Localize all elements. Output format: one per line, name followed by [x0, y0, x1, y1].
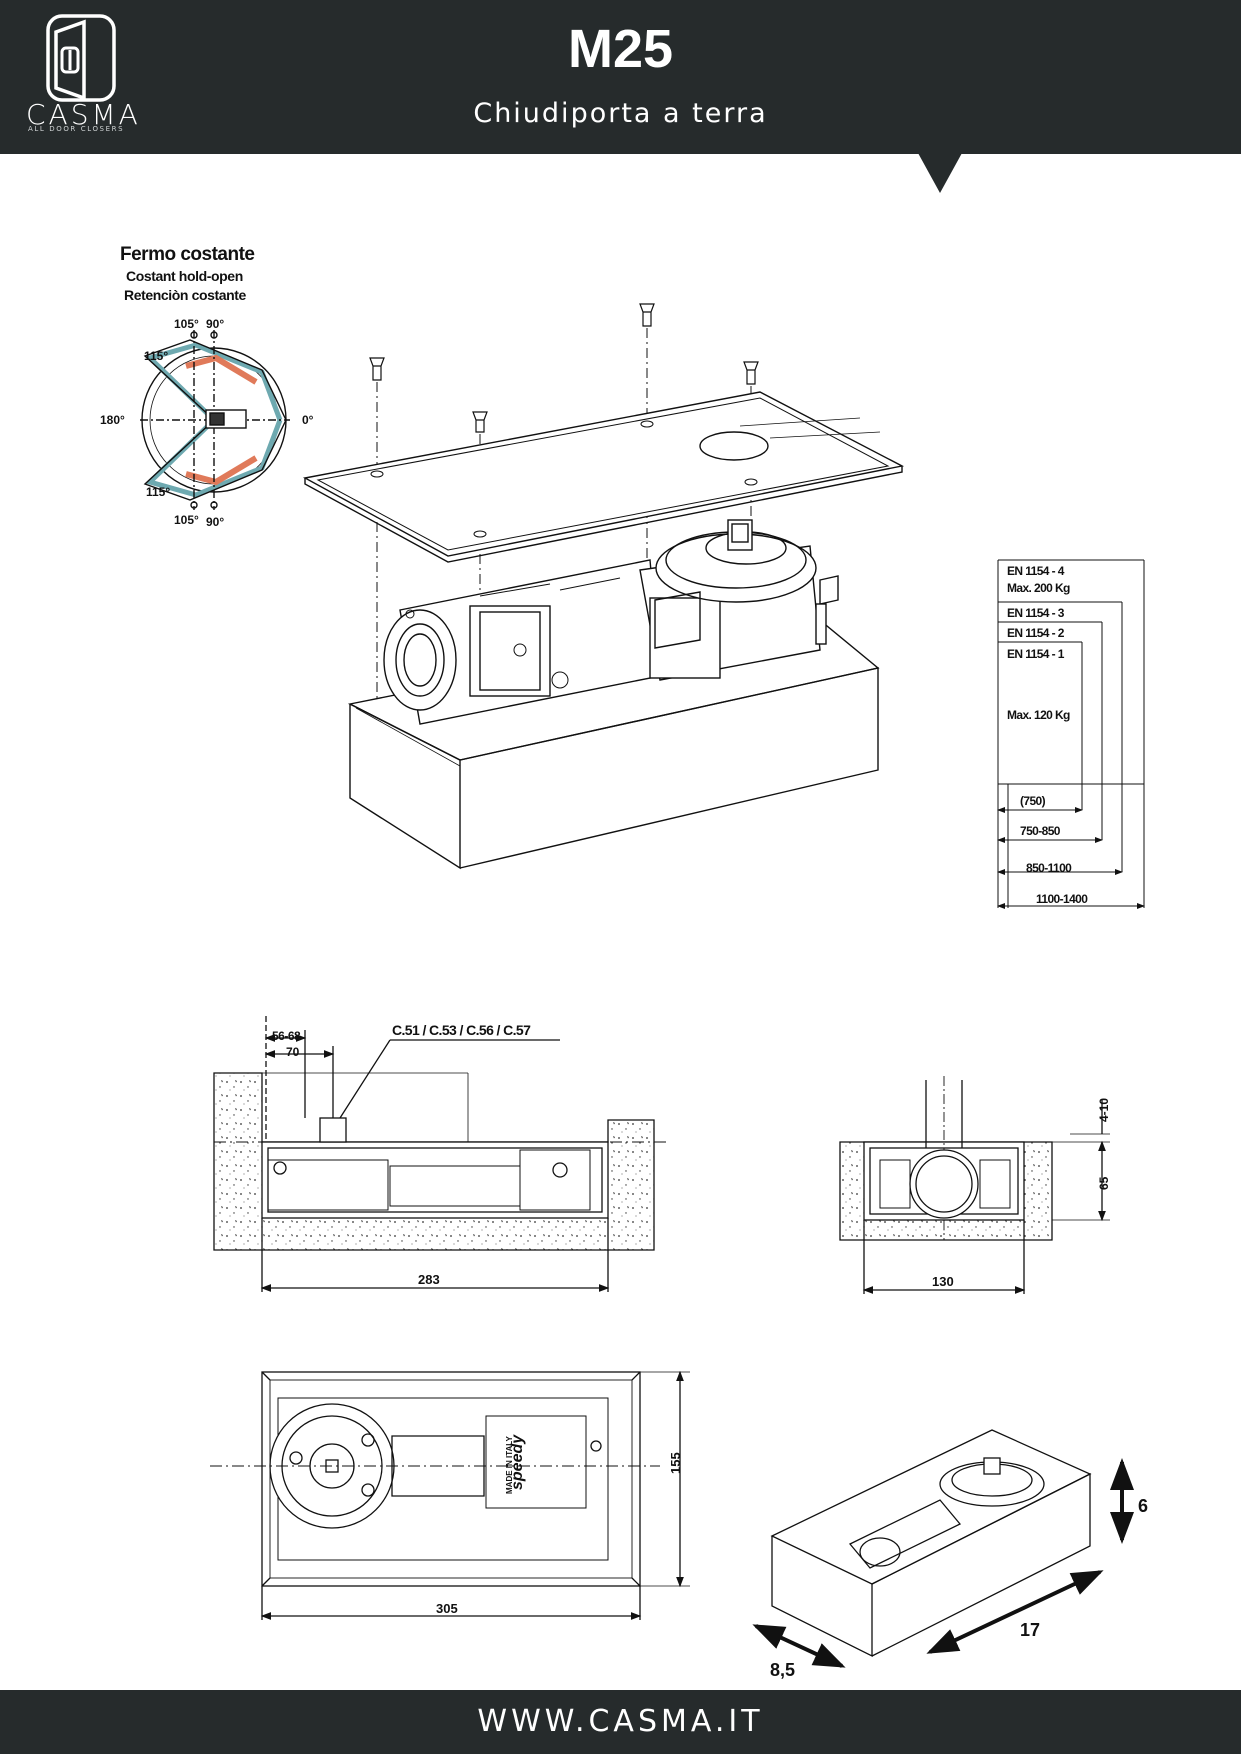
- door-capacity-table: [997, 559, 1145, 909]
- hold-open-diagram: [140, 330, 290, 510]
- en1154-1-label: EN 1154 - 1: [1007, 647, 1065, 661]
- top-view-brand: speedy: [509, 1434, 526, 1490]
- pack-height: 6: [1138, 1496, 1148, 1516]
- dim-305: 305: [436, 1601, 458, 1616]
- cover-codes-label: C.51 / C.53 / C.56 / C.57: [392, 1022, 531, 1038]
- angle-90-bottom: 90°: [206, 515, 224, 529]
- top-plan-view: [210, 1370, 690, 1620]
- side-section-view: [213, 1016, 670, 1292]
- logo-wordmark: CASMA: [26, 98, 141, 131]
- dim-130: 130: [932, 1274, 954, 1289]
- dim-4-10: 4-10: [1097, 1098, 1111, 1122]
- pack-width: 8,5: [770, 1660, 795, 1680]
- angle-115-bottom: 115°: [146, 485, 170, 499]
- hold-open-title: Fermo costante: [120, 244, 255, 265]
- angle-115-top: 115°: [144, 349, 168, 363]
- packaging-box: [752, 1429, 1134, 1668]
- logo-tagline: ALL DOOR CLOSERS: [28, 125, 125, 133]
- max-120kg-label: Max. 120 Kg: [1007, 708, 1070, 722]
- dim-56-68: 56-68: [272, 1029, 301, 1043]
- page-title: M25: [567, 19, 674, 79]
- page-footer: WWW.CASMA.IT: [0, 1690, 1241, 1754]
- casma-logo-icon: [46, 14, 116, 102]
- angle-90-top: 90°: [206, 317, 224, 331]
- top-view-made-in: MADE IN ITALY: [505, 1436, 514, 1494]
- angle-105-bottom: 105°: [174, 513, 199, 527]
- exploded-assembly: [302, 303, 905, 870]
- en1154-2-label: EN 1154 - 2: [1007, 626, 1065, 640]
- angle-0: 0°: [302, 413, 314, 427]
- dim-155: 155: [668, 1452, 683, 1474]
- dim-70: 70: [286, 1045, 300, 1059]
- angle-105-top: 105°: [174, 317, 199, 331]
- angle-180: 180°: [100, 413, 125, 427]
- website-link[interactable]: WWW.CASMA.IT: [477, 1704, 764, 1739]
- dim-283: 283: [418, 1272, 440, 1287]
- hold-open-title-en: Costant hold-open: [126, 268, 243, 284]
- header-notch: [918, 153, 962, 193]
- en1154-3-label: EN 1154 - 3: [1007, 606, 1065, 620]
- page-header: CASMA ALL DOOR CLOSERS M25 Chiudiporta a…: [0, 0, 1241, 154]
- hold-open-title-es: Retenciòn costante: [124, 287, 246, 303]
- en1154-4-label: EN 1154 - 4: [1007, 564, 1065, 578]
- page-subtitle: Chiudiporta a terra: [473, 98, 768, 129]
- pack-length: 17: [1020, 1620, 1040, 1640]
- end-section-view: [839, 1076, 1110, 1294]
- width-1100-1400-label: 1100-1400: [1036, 892, 1088, 906]
- width-750-label: (750): [1020, 794, 1046, 808]
- width-850-1100-label: 850-1100: [1026, 861, 1072, 875]
- dim-65: 65: [1097, 1176, 1111, 1190]
- max-200kg-label: Max. 200 Kg: [1007, 581, 1070, 595]
- width-750-850-label: 750-850: [1020, 824, 1061, 838]
